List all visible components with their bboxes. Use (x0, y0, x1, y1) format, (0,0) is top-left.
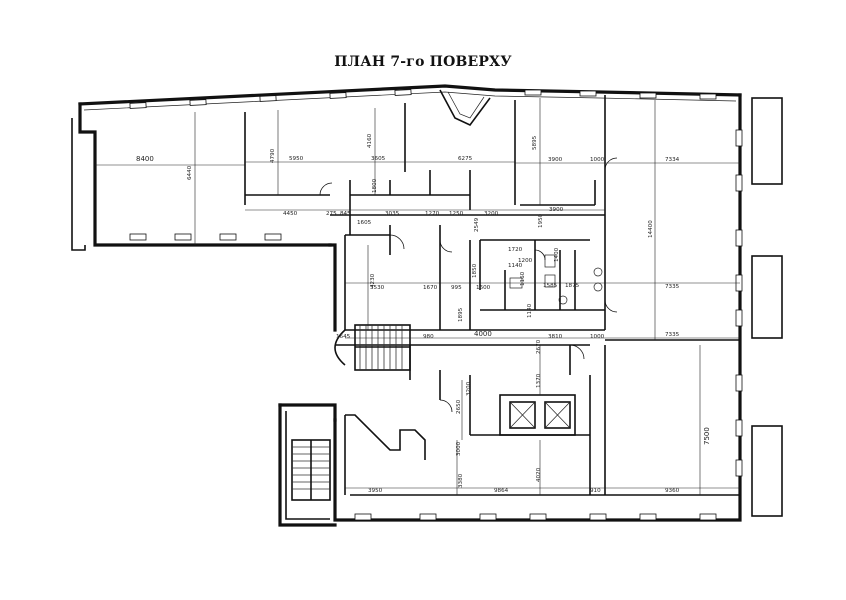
dim-9360: 9360 (665, 488, 680, 494)
dim-1200: 1200 (518, 258, 533, 264)
dim-1270: 1270 (425, 211, 440, 217)
dim-845: 845 (340, 211, 351, 217)
doors (319, 157, 618, 413)
dim-1800: 1800 (372, 178, 378, 193)
windows (129, 89, 743, 521)
outer-walls (71, 84, 742, 527)
dim-8400: 8400 (136, 155, 154, 163)
dim-3380: 3380 (458, 473, 464, 488)
dim-1850: 1850 (472, 263, 478, 278)
dim-980: 980 (423, 334, 434, 340)
dim-7500: 7500 (703, 427, 711, 445)
dim-4790: 4790 (270, 148, 276, 163)
dimension-labels: 8400 6440 4790 5950 4160 3605 6275 5895 … (136, 133, 711, 494)
interior-walls (244, 95, 740, 496)
dimension-lines (95, 98, 740, 495)
dim-7334: 7334 (665, 157, 680, 163)
dim-1875: 1875 (565, 283, 580, 289)
dim-3605: 3605 (371, 156, 386, 162)
dim-4230: 4230 (370, 273, 376, 288)
dim-275: 275 (326, 211, 337, 217)
dim-3200: 3200 (484, 211, 499, 217)
dim-1720: 1720 (508, 247, 523, 253)
dim-9864: 9864 (494, 488, 509, 494)
dim-1585: 1585 (543, 283, 558, 289)
dim-1140: 1140 (508, 263, 523, 269)
dim-3900-b: 3900 (549, 207, 564, 213)
dim-2549: 2549 (474, 217, 480, 232)
dim-3530: 3530 (370, 285, 385, 291)
corner-bay (439, 89, 491, 127)
dim-6275: 6275 (458, 156, 473, 162)
dim-1600: 1600 (476, 285, 491, 291)
dim-3810: 3810 (548, 334, 563, 340)
dim-3000: 3000 (456, 441, 462, 456)
dim-1670: 1670 (423, 285, 438, 291)
dim-1160: 1160 (520, 271, 526, 286)
dim-4450: 4450 (283, 211, 298, 217)
dim-3035: 3035 (385, 211, 400, 217)
dim-995: 995 (451, 285, 462, 291)
dim-7335-b: 7335 (665, 332, 680, 338)
dim-1645: 1645 (336, 334, 351, 340)
lift-shafts (499, 394, 576, 436)
dim-4020: 4020 (536, 467, 542, 482)
dim-5950: 5950 (289, 156, 304, 162)
balconies (751, 97, 783, 517)
dim-1895: 1895 (458, 307, 464, 322)
dim-7335-a: 7335 (665, 284, 680, 290)
dim-4160: 4160 (367, 133, 373, 148)
dim-1140-b: 1140 (527, 303, 533, 318)
dim-3900-a: 3900 (548, 157, 563, 163)
dim-2670: 2670 (536, 339, 542, 354)
dim-1400: 1400 (554, 247, 560, 262)
sanitary-fixtures (509, 254, 603, 305)
dim-1950: 1950 (538, 213, 544, 228)
dim-910: 910 (590, 488, 601, 494)
dim-1250: 1250 (449, 211, 464, 217)
dim-3950: 3950 (368, 488, 383, 494)
dim-1000-b: 1000 (590, 334, 605, 340)
dim-6440: 6440 (187, 165, 193, 180)
dim-2650: 2650 (456, 399, 462, 414)
dim-3200-b: 3200 (466, 381, 472, 396)
secondary-stair (291, 439, 331, 501)
dim-14400: 14400 (648, 220, 654, 238)
dim-1370: 1370 (536, 373, 542, 388)
main-stair (334, 324, 411, 371)
dim-4000: 4000 (474, 330, 492, 338)
dim-1000-a: 1000 (590, 157, 605, 163)
dim-1605: 1605 (357, 220, 372, 226)
dim-5895: 5895 (532, 135, 538, 150)
plan-title: ПЛАН 7-го ПОВЕРХУ (334, 54, 512, 70)
